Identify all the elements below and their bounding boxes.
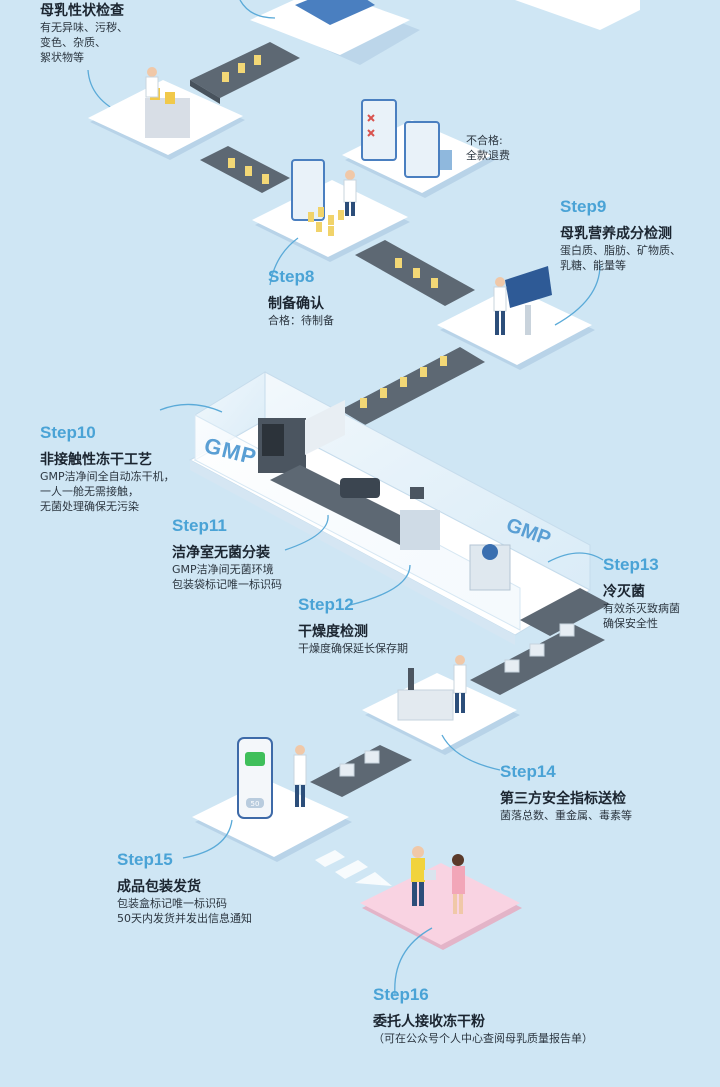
- step8-label: Step8 制备确认 合格：待制备: [268, 267, 334, 328]
- platform-step7: [88, 67, 245, 160]
- milk-bags: [222, 55, 261, 82]
- step11-number: Step11: [172, 516, 227, 535]
- step16-desc: （可在公众号个人中心查阅母乳质量报告单）: [373, 1032, 593, 1045]
- step15-label: Step15 成品包装发货 包装盒标记唯一标识码 50天内发货并发出信息通知: [117, 850, 252, 926]
- step14-desc: 菌落总数、重金属、毒素等: [500, 809, 632, 822]
- step16-label: Step16 委托人接收冻干粉 （可在公众号个人中心查阅母乳质量报告单）: [373, 985, 593, 1046]
- boxes: [504, 623, 575, 673]
- step12-number: Step12: [298, 595, 354, 614]
- step12-desc: 干燥度确保延长保存期: [298, 642, 408, 655]
- step15-desc-2: 50天内发货并发出信息通知: [117, 912, 252, 925]
- step16-number: Step16: [373, 985, 429, 1004]
- step8-desc: 合格：待制备: [268, 314, 334, 327]
- step10-desc-1: GMP洁净间全自动冻干机，: [40, 470, 175, 483]
- connector-line: [239, 0, 276, 19]
- platform-step8: [252, 159, 410, 262]
- step15-number: Step15: [117, 850, 173, 869]
- step10-desc-2: 一人一舱无需接触，: [40, 485, 139, 498]
- step13-title: 冷灭菌: [603, 584, 645, 600]
- conveyor-belt: [470, 588, 610, 695]
- step12-title: 干燥度检测: [298, 624, 368, 640]
- platform-step16: [360, 846, 522, 950]
- step7-desc-1: 有无异味、污秽、: [40, 21, 128, 34]
- step10-title: 非接触性冻干工艺: [40, 452, 152, 468]
- platform-top-laptop: [250, 0, 420, 65]
- step9-desc-1: 蛋白质、脂肪、矿物质、: [560, 244, 681, 257]
- platform-step14: [362, 655, 520, 755]
- step15-title: 成品包装发货: [117, 879, 201, 895]
- step13-number: Step13: [603, 555, 659, 574]
- step10-desc-3: 无菌处理确保无污染: [40, 500, 139, 513]
- step7-label: 母乳性状检查 有无异味、污秽、 变色、杂质、 絮状物等: [40, 0, 128, 65]
- direction-arrow: [315, 850, 392, 886]
- boxes: [339, 750, 380, 777]
- connector-lines: [159, 237, 604, 996]
- platform-step9: [437, 266, 595, 370]
- step11-label: Step11 洁净室无菌分装 GMP洁净间无菌环境 包装袋标记唯一标识码: [172, 516, 282, 592]
- milk-bags: [395, 258, 438, 288]
- platform-step15: 50: [192, 737, 352, 862]
- step13-desc-2: 确保安全性: [603, 617, 658, 630]
- conveyor-belt: [310, 745, 412, 797]
- step16-title: 委托人接收冻干粉: [373, 1014, 485, 1030]
- step12-label: Step12 干燥度检测 干燥度确保延长保存期: [298, 595, 408, 656]
- step8-number: Step8: [268, 267, 315, 286]
- step9-title: 母乳营养成分检测: [560, 226, 672, 242]
- step11-desc-2: 包装袋标记唯一标识码: [172, 578, 282, 591]
- step8-title: 制备确认: [268, 296, 324, 312]
- reject-desc: 全款退费: [466, 149, 510, 162]
- step7-desc-3: 絮状物等: [40, 51, 84, 64]
- step10-number: Step10: [40, 423, 96, 442]
- step9-label: Step9 母乳营养成分检测 蛋白质、脂肪、矿物质、 乳糖、能量等: [560, 197, 681, 273]
- platform-reject: [342, 99, 495, 198]
- step11-desc-1: GMP洁净间无菌环境: [172, 563, 274, 576]
- conveyor-belt: [340, 347, 485, 425]
- step7-title: 母乳性状检查: [40, 3, 124, 19]
- step13-desc-1: 有效杀灭致病菌: [603, 602, 680, 615]
- step14-label: Step14 第三方安全指标送检 菌落总数、重金属、毒素等: [500, 762, 632, 823]
- step14-title: 第三方安全指标送检: [500, 791, 626, 807]
- step13-label: Step13 冷灭菌 有效杀灭致病菌 确保安全性: [603, 555, 680, 631]
- step10-label: Step10 非接触性冻干工艺 GMP洁净间全自动冻干机， 一人一舱无需接触， …: [40, 423, 175, 514]
- step9-number: Step9: [560, 197, 607, 216]
- platform-top-right: [515, 0, 640, 30]
- step9-desc-2: 乳糖、能量等: [560, 259, 626, 272]
- step7-desc-2: 变色、杂质、: [40, 36, 106, 49]
- milk-bags: [228, 158, 269, 184]
- reject-title: 不合格:: [466, 134, 503, 147]
- milk-bags: [360, 356, 447, 408]
- phone-badge-text: 50: [251, 800, 260, 808]
- reject-label: 不合格: 全款退费: [466, 133, 510, 163]
- gmp-clean-room: [188, 371, 592, 645]
- step14-number: Step14: [500, 762, 556, 781]
- step11-title: 洁净室无菌分装: [172, 545, 270, 561]
- step15-desc-1: 包装盒标记唯一标识码: [117, 897, 227, 910]
